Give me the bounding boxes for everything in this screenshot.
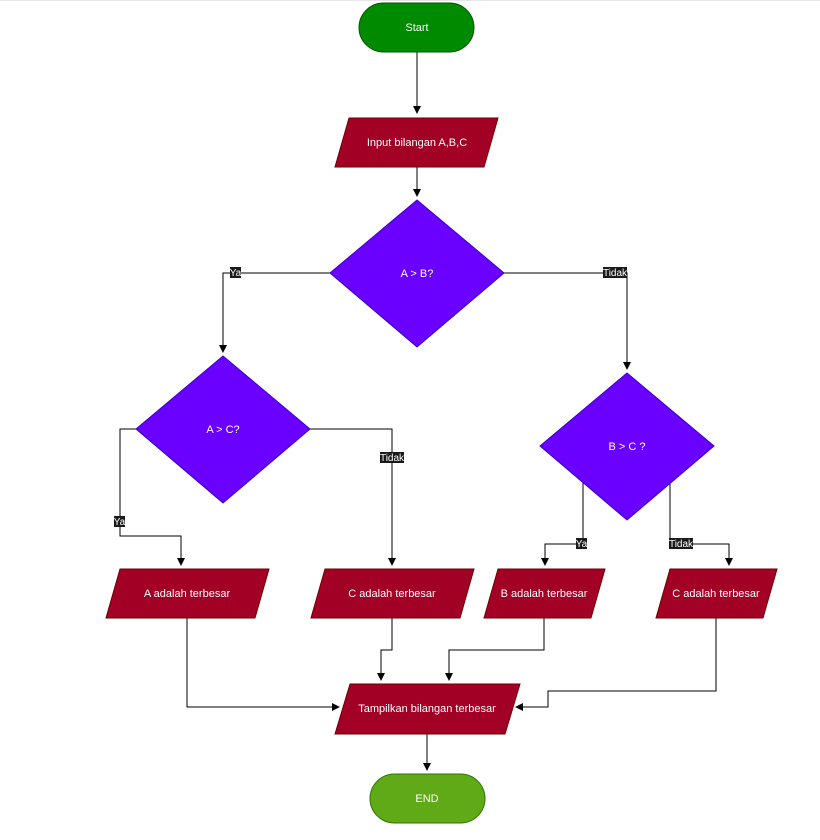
input-label: Input bilangan A,B,C [367, 137, 467, 149]
edge-label-ab-yes-bg [230, 267, 241, 278]
edge-b-display [445, 618, 545, 681]
top-border [0, 0, 820, 1]
decision-ab-label: A > B? [401, 268, 434, 280]
edge-label-ac-no: Tidak [380, 453, 405, 464]
edge-label-bc-no: Tidak [669, 539, 694, 550]
edge-label-bc-yes: Ya [576, 539, 588, 550]
edge-ac-no [310, 428, 396, 566]
edge-label-ac-yes: Ya [114, 517, 126, 528]
display-label: Tampilkan bilangan terbesar [358, 703, 496, 715]
c-largest-left-node [310, 568, 475, 619]
decision-ac-node [135, 355, 311, 504]
edge-ac-yes [119, 428, 185, 566]
edge-ab-no [504, 272, 631, 370]
edge-label-ac-yes-bg [114, 516, 125, 527]
edge-bc-yes [541, 483, 584, 566]
start-label: Start [405, 22, 428, 34]
c-largest-right-label: C adalah terbesar [672, 588, 760, 600]
c-largest-right-node [655, 568, 778, 619]
start-node [358, 2, 475, 53]
decision-bc-label: B > C ? [609, 441, 646, 453]
b-largest-label: B adalah terbesar [501, 588, 588, 600]
edge-label-bc-no-bg [669, 538, 693, 549]
edge-label-ab-yes: Ya [230, 268, 242, 279]
end-label: END [415, 793, 438, 805]
edge-label-ab-no-bg [603, 267, 627, 278]
display-node [334, 683, 521, 735]
c-largest-left-label: C adalah terbesar [348, 588, 436, 600]
a-largest-node [105, 568, 270, 619]
decision-ac-label: A > C? [206, 424, 239, 436]
b-largest-node [483, 568, 606, 619]
input-node [334, 117, 499, 168]
edge-cleft-display [377, 618, 393, 681]
edge-label-bc-yes-bg [576, 538, 587, 549]
decision-bc-node [539, 372, 715, 521]
edge-ab-yes [219, 272, 330, 353]
edge-a-display [186, 618, 340, 711]
a-largest-label: A adalah terbesar [144, 588, 231, 600]
end-node [369, 773, 486, 824]
decision-ab-node [329, 199, 505, 348]
edge-label-ab-no: Tidak [603, 268, 628, 279]
edge-cright-display [515, 618, 717, 711]
edge-label-ac-no-bg [380, 452, 404, 463]
edge-bc-no [669, 483, 733, 566]
